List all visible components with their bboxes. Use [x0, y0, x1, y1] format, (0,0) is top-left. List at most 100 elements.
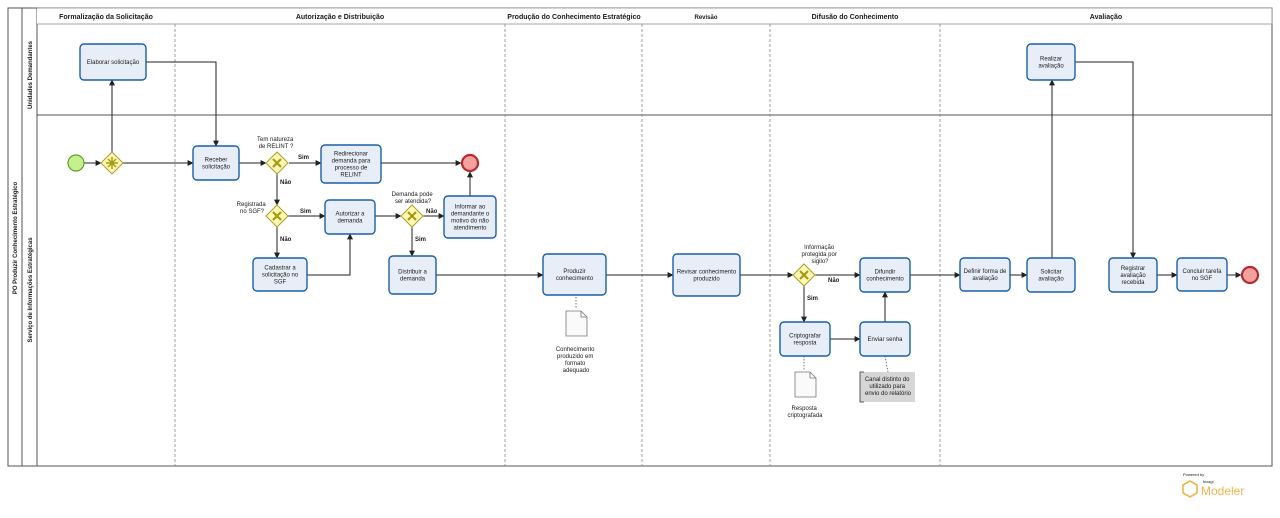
- gateway-x-mark: [272, 158, 282, 168]
- phase-header: Revisão: [694, 15, 717, 21]
- task-elaborar[interactable]: Elaborar solicitação: [79, 43, 147, 81]
- phase-headers: [37, 7, 1273, 25]
- gateway-sigilo[interactable]: [792, 263, 816, 287]
- flow-label-yes: Sim: [807, 296, 818, 302]
- task-box: [959, 257, 1011, 292]
- gateway-x-mark: [799, 270, 809, 280]
- end-event[interactable]: [460, 153, 480, 173]
- flow-label-no: Não: [280, 180, 292, 186]
- gateway-label-relint: Tem natureza de RELINT ?: [257, 137, 295, 150]
- pool: PO Produzir Conhecimento Estratégico Uni…: [7, 7, 1273, 467]
- task-enviar[interactable]: Enviar senha: [859, 321, 911, 357]
- phase-separators: [174, 24, 941, 466]
- phase-header: Produção do Conhecimento Estratégico: [507, 14, 640, 21]
- powered-by-text: Powered by: [1183, 472, 1204, 477]
- sequence-flows: [84, 61, 1242, 342]
- gateway-atendida[interactable]: [400, 204, 424, 228]
- gateway-x-mark: [407, 211, 417, 221]
- flow-label-yes: Sim: [300, 209, 311, 215]
- gateway-sgf[interactable]: [265, 204, 289, 228]
- task-box: [79, 43, 147, 81]
- flow: [146, 61, 219, 147]
- flow-label-no: Não: [828, 278, 840, 284]
- task-box: [672, 253, 741, 297]
- data-object-conhecimento[interactable]: [565, 310, 588, 337]
- task-box: [542, 253, 607, 296]
- phase-header: Formalização da Solicitação: [59, 14, 153, 21]
- text-annotation[interactable]: [859, 371, 915, 403]
- flow: [307, 233, 353, 276]
- phase-header: Autorização e Distribuição: [296, 14, 384, 21]
- task-box: [388, 255, 437, 295]
- flow-label-yes: Sim: [298, 155, 309, 161]
- task-box: [324, 199, 376, 235]
- phase-header: Avaliação: [1090, 14, 1122, 21]
- task-box: [1108, 257, 1158, 293]
- data-object-resposta[interactable]: [794, 371, 817, 398]
- task-box: [1026, 43, 1076, 81]
- gateway-label-atendida: Demanda pode ser atendida?: [392, 192, 435, 205]
- associations: [575, 294, 889, 373]
- task-box: [779, 321, 831, 357]
- task-box: [252, 257, 308, 292]
- lane-label-sie: Serviço de Informações Estratégicas: [28, 237, 34, 343]
- task-box: [1176, 257, 1228, 292]
- bizagi-branding: Powered by bizagi Modeler: [1182, 472, 1244, 498]
- bizagi-maker-text: bizagi: [1203, 479, 1214, 484]
- task-box: [859, 257, 911, 293]
- pool-title: PO Produzir Conhecimento Estratégico: [13, 181, 19, 294]
- lane-label-demandantes: Unidades Demandantes: [28, 40, 34, 109]
- gateway-label-sgf: Registrada no SGF?: [237, 202, 268, 215]
- gateway-label-sigilo: Informação protegida por sigilo?: [801, 245, 838, 265]
- end-event[interactable]: [1240, 265, 1260, 285]
- task-box: [859, 321, 911, 357]
- phase-header: Difusão do Conhecimento: [812, 14, 899, 21]
- data-object-label: Conhecimento produzido em formato adequa…: [556, 347, 596, 374]
- start-event[interactable]: [67, 154, 85, 172]
- flow-label-yes: Sim: [415, 237, 426, 243]
- task-box: [443, 195, 497, 239]
- task-box: [192, 145, 240, 181]
- task-label: Enviar senha: [867, 337, 903, 343]
- task-box: [320, 144, 382, 184]
- parallel-gateway[interactable]: [100, 151, 124, 175]
- annotation-text: Canal distinto do utilizado para envio d…: [865, 377, 912, 397]
- data-object-label: Resposta criptografada: [787, 406, 823, 419]
- parallel-gateway-mark: [106, 157, 118, 169]
- flow: [1075, 61, 1136, 259]
- gateway-x-mark: [272, 211, 282, 221]
- gateway-relint[interactable]: [265, 151, 289, 175]
- flow-label-no: Não: [426, 209, 438, 215]
